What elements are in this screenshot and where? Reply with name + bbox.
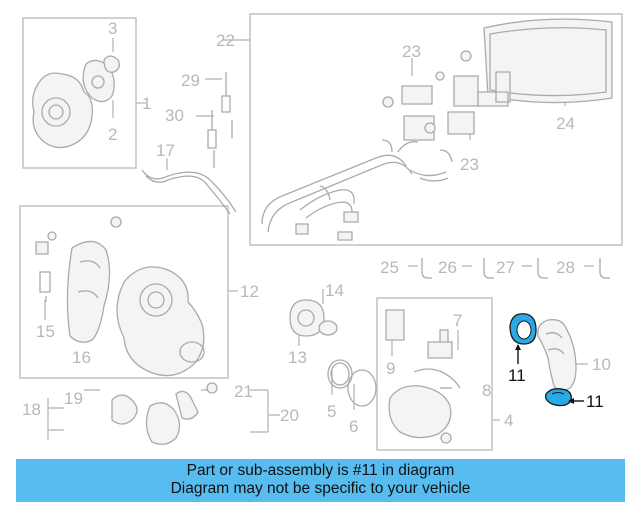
- intake-hose-part: [537, 319, 577, 392]
- heat-shield-part: [66, 240, 111, 343]
- callout-25: 25: [380, 258, 399, 277]
- banner-line-2: Diagram may not be specific to your vehi…: [170, 480, 471, 497]
- callout-23-lower: 23: [460, 155, 479, 174]
- callout-7: 7: [453, 311, 462, 330]
- callout-5: 5: [327, 402, 336, 421]
- callout-14: 14: [325, 281, 344, 300]
- callout-8: 8: [482, 381, 491, 400]
- callout-22: 22: [216, 31, 235, 50]
- info-banner: Part or sub-assembly is #11 in diagram D…: [16, 459, 625, 502]
- intercooler-part: [483, 18, 613, 104]
- callout-11-lower: 11: [586, 392, 604, 411]
- part-11-highlight-upper: [509, 313, 537, 345]
- callout-11-upper: 11: [508, 366, 526, 385]
- actuator-part: [388, 385, 452, 439]
- clamp-part: [289, 299, 325, 337]
- callout-12: 12: [240, 282, 259, 301]
- turbocharger-part: [116, 266, 205, 377]
- part-11-highlight-lower: [544, 388, 572, 407]
- callout-21: 21: [234, 382, 253, 401]
- callout-18: 18: [22, 400, 41, 419]
- callout-27: 27: [496, 258, 515, 277]
- callout-3: 3: [108, 19, 117, 38]
- callout-17: 17: [156, 141, 175, 160]
- callout-26: 26: [438, 258, 457, 277]
- banner-line-1: Part or sub-assembly is #11 in diagram: [186, 462, 455, 479]
- group-box-12: [19, 205, 229, 379]
- callout-29: 29: [181, 71, 200, 90]
- callout-24: 24: [556, 114, 575, 133]
- callout-13: 13: [288, 348, 307, 367]
- callout-23-upper: 23: [402, 42, 421, 61]
- callout-15: 15: [36, 322, 55, 341]
- group-box-1: [22, 17, 137, 169]
- group-box-22: [249, 13, 623, 246]
- group-box-4: [376, 297, 493, 451]
- callout-1: 1: [142, 94, 151, 113]
- callout-30: 30: [165, 106, 184, 125]
- callout-2: 2: [108, 125, 117, 144]
- callout-16: 16: [72, 348, 91, 367]
- parts-diagram: 1 2 3 4 5 6 7 8 9 10 11 11 12 13 14 15 1…: [19, 13, 623, 451]
- callout-4: 4: [504, 411, 513, 430]
- callout-28: 28: [556, 258, 575, 277]
- callout-6: 6: [349, 417, 358, 436]
- callout-19: 19: [64, 389, 83, 408]
- callout-10: 10: [592, 355, 611, 374]
- callout-20: 20: [280, 406, 299, 425]
- bracket-part: [145, 402, 181, 445]
- callout-9: 9: [386, 359, 395, 378]
